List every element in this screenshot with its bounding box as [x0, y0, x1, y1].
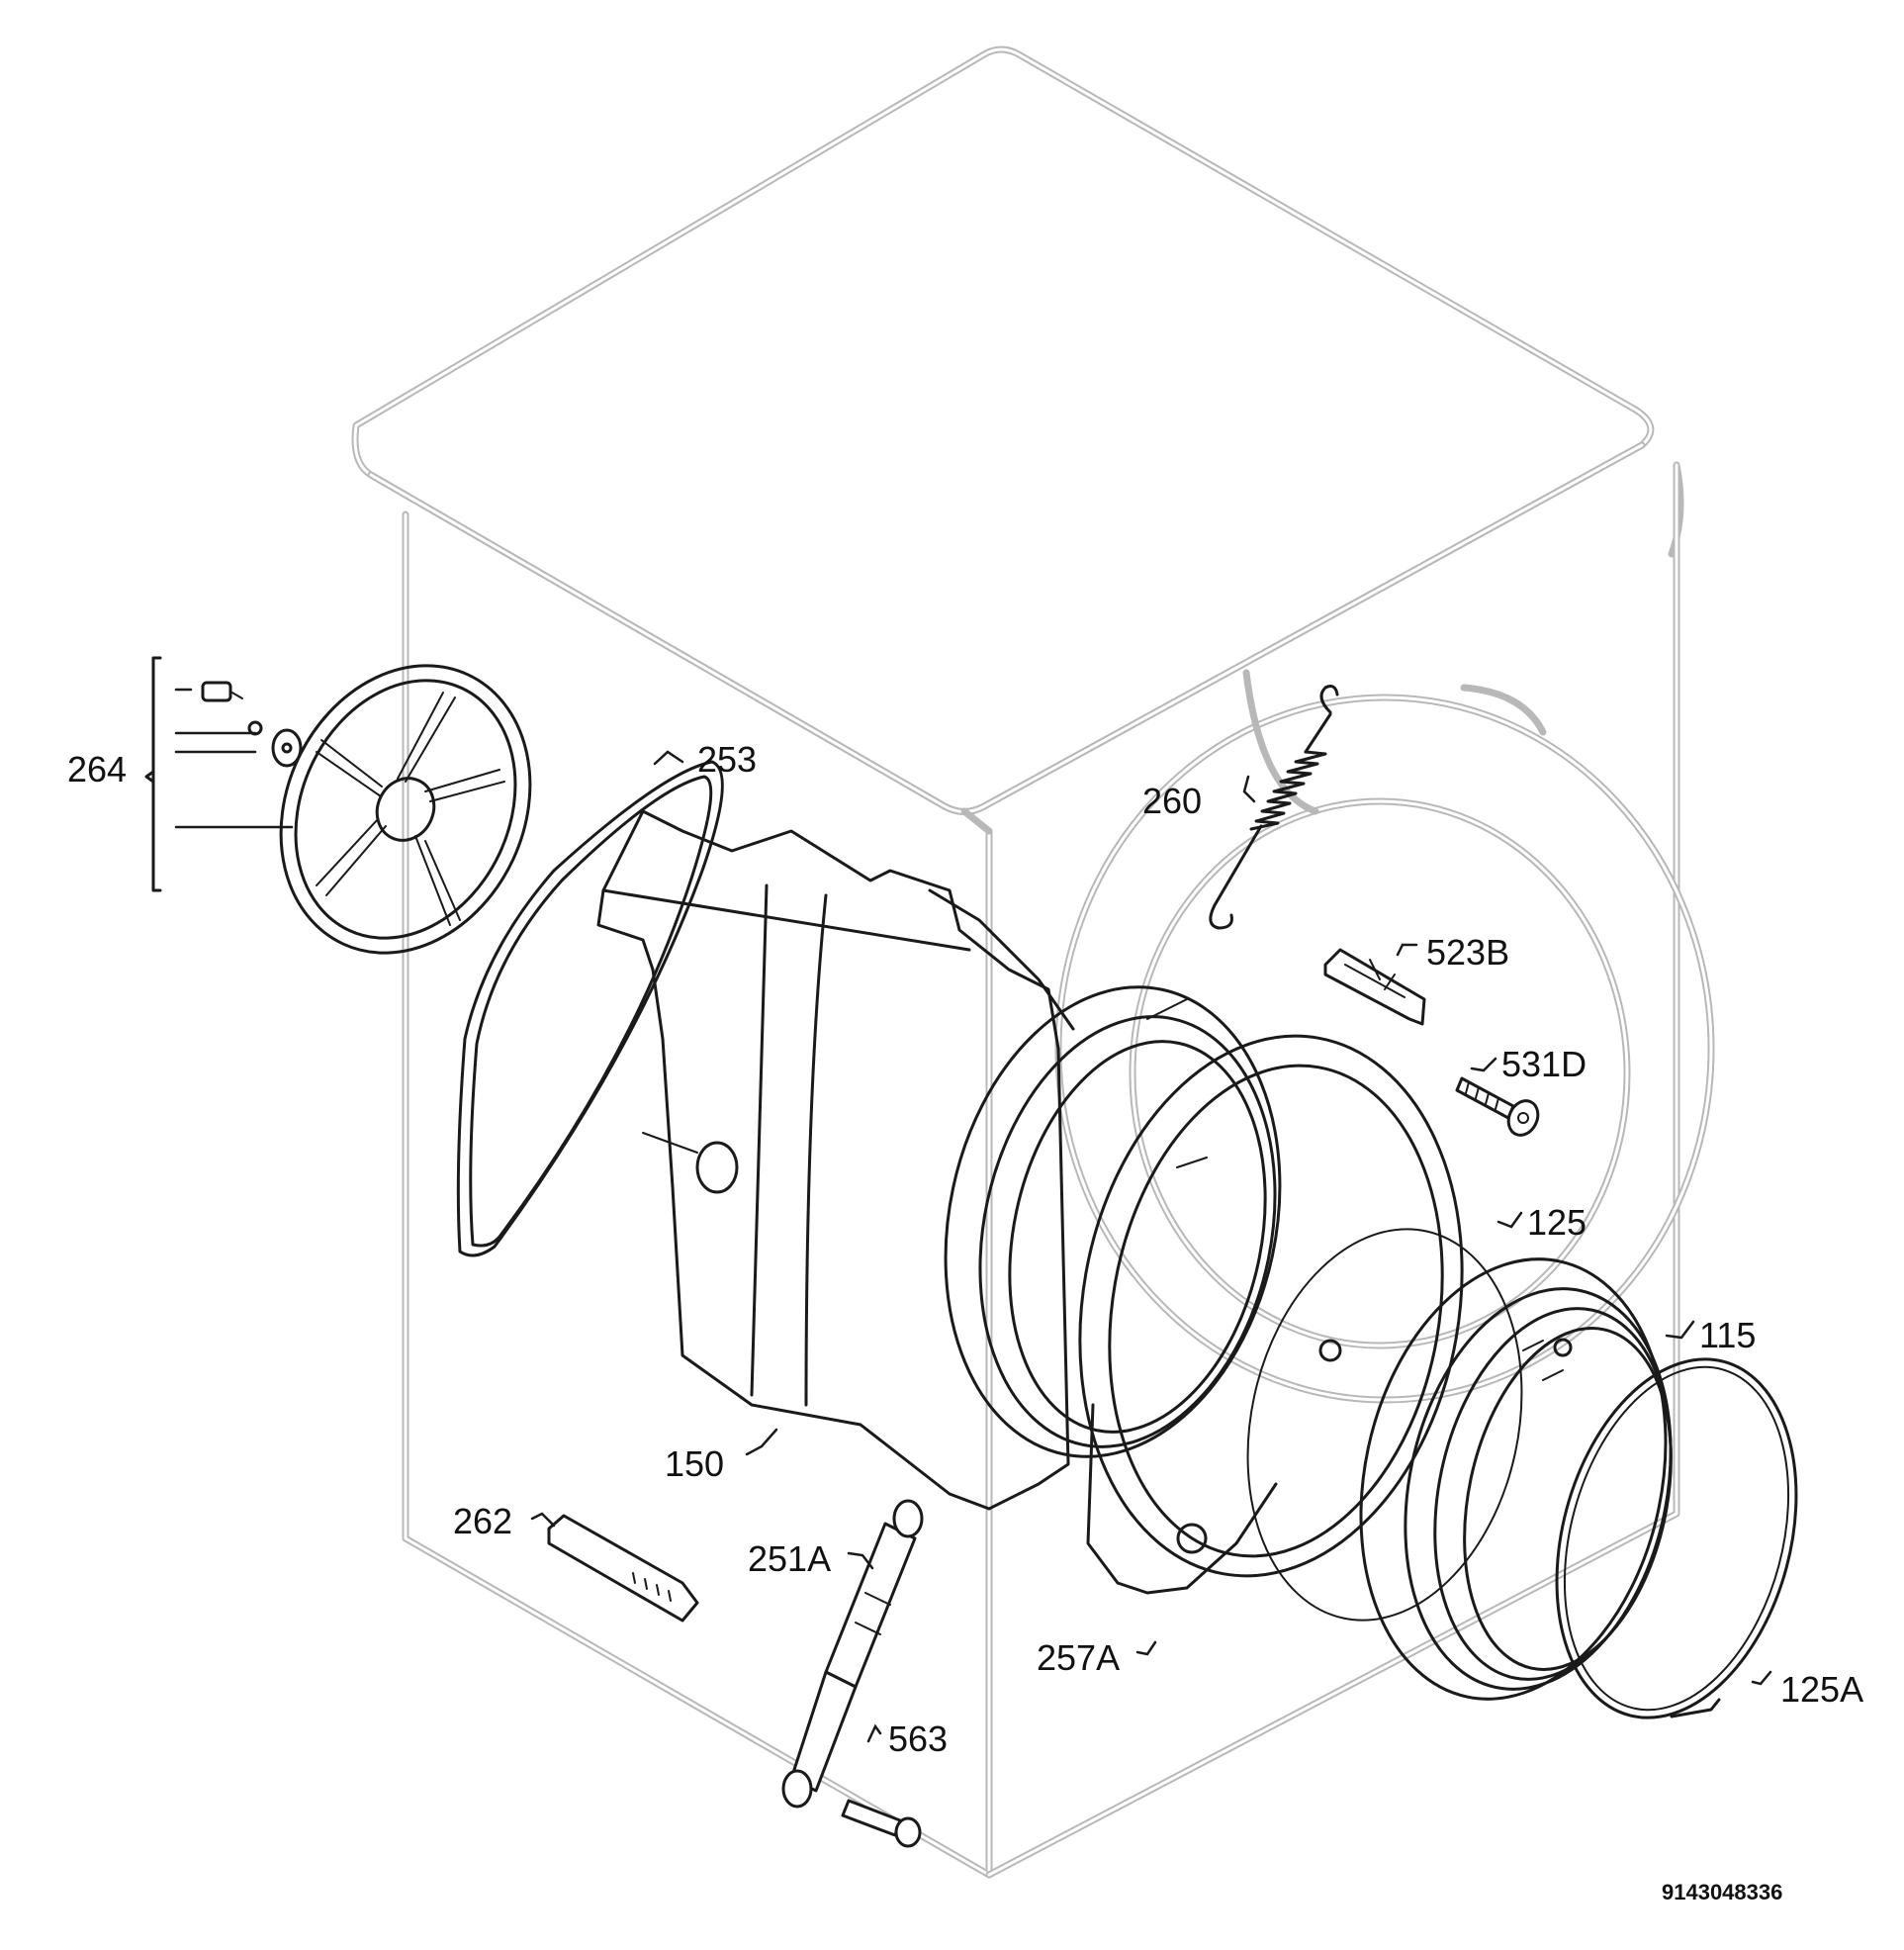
part-264-pulley — [144, 656, 532, 955]
callout-labels: 264 253 260 523B 531D 125 115 150 262 25… — [67, 739, 1863, 1759]
callout-260: 260 — [1142, 781, 1202, 821]
part-115-gasket — [1359, 1257, 1673, 1701]
callout-563: 563 — [888, 1718, 948, 1759]
part-523b-bracket — [1323, 948, 1426, 1026]
callout-523b: 523B — [1426, 932, 1509, 973]
callout-leader-lines — [530, 750, 1772, 1743]
callout-253: 253 — [697, 739, 757, 780]
callout-531d: 531D — [1501, 1044, 1587, 1084]
part-257a-front-tub — [1078, 998, 1464, 1595]
part-563-pin — [841, 1799, 922, 1848]
callout-251a: 251A — [748, 1538, 831, 1579]
callout-125: 125 — [1527, 1202, 1587, 1243]
callout-264: 264 — [67, 749, 127, 789]
callout-262: 262 — [453, 1501, 512, 1541]
callout-257a: 257A — [1037, 1637, 1120, 1678]
part-531d-screw — [1455, 1076, 1540, 1137]
callout-150: 150 — [665, 1443, 724, 1484]
callout-125a: 125A — [1780, 1669, 1863, 1710]
part-150-tub — [596, 809, 1282, 1511]
document-id: 9143048336 — [1662, 1880, 1782, 1904]
part-260-spring — [1209, 685, 1339, 930]
washer-cabinet-outline — [351, 46, 1715, 1879]
part-262-panel — [547, 1514, 699, 1623]
part-125-seal-ring — [1246, 1228, 1523, 1622]
callout-115: 115 — [1699, 1315, 1756, 1355]
part-251a-shock-absorber — [781, 1499, 924, 1809]
part-253-belt — [456, 760, 724, 1257]
part-125a-clamp-ring — [1555, 1357, 1798, 1719]
